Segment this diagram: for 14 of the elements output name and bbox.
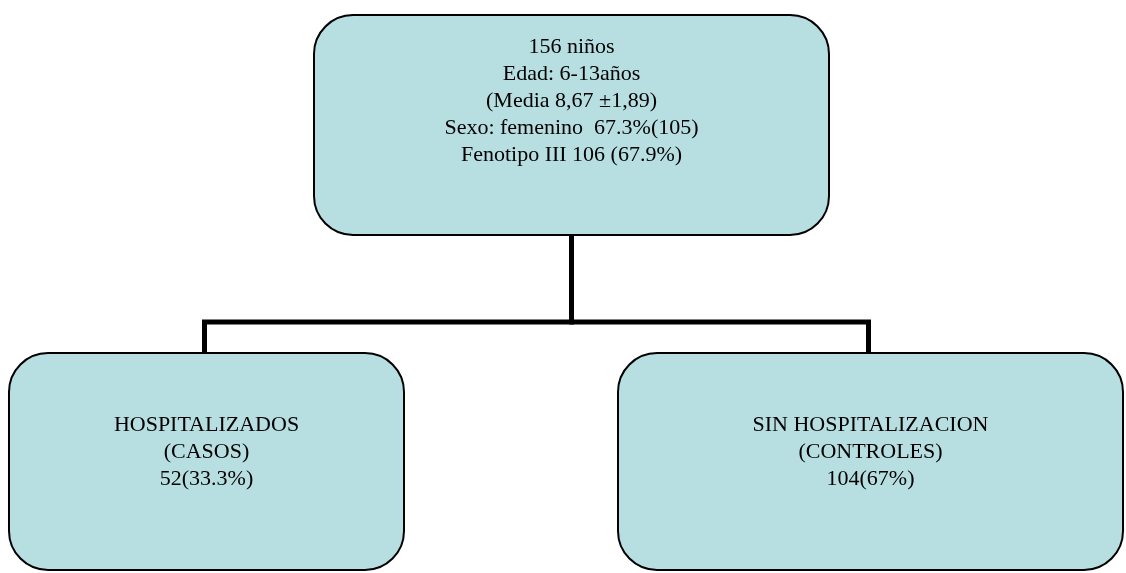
box-text: Fenotipo III 106 (67.9%): [460, 140, 683, 167]
box-text: (Media 8,67 ±1,89): [486, 86, 657, 113]
box-text: Edad: 6-13años: [502, 59, 641, 86]
box-text: (CONTROLES): [798, 437, 943, 464]
box-text: Sexo: femenino 67.3%(105): [444, 113, 699, 140]
rounded-box: [617, 352, 1124, 571]
box-text: 52(33.3%): [159, 464, 254, 491]
box-text: 104(67%): [826, 464, 915, 491]
rounded-box: [8, 352, 405, 571]
box-text: SIN HOSPITALIZACION: [752, 410, 989, 437]
box-text: (CASOS): [163, 437, 250, 464]
rounded-box: [313, 14, 830, 236]
box-text: HOSPITALIZADOS: [113, 410, 300, 437]
box-text: 156 niños: [528, 32, 615, 59]
